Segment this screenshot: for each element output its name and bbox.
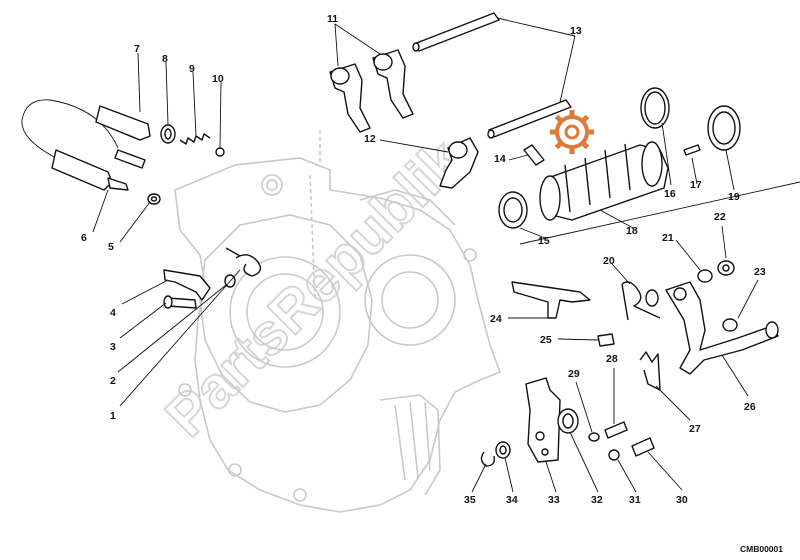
left-lower-parts: [163, 247, 262, 309]
callout-15: 15: [538, 235, 550, 247]
callout-8: 8: [162, 53, 168, 65]
callout-17: 17: [690, 179, 702, 191]
callout-20: 20: [603, 255, 615, 267]
callout-24: 24: [490, 313, 502, 325]
callout-35: 35: [464, 494, 476, 506]
left-parts: [21, 99, 225, 205]
spring-9: [179, 133, 211, 145]
bracket-33: [525, 377, 561, 463]
bolt-30: [631, 437, 655, 457]
gear-icon: [550, 110, 594, 154]
drawing-reference: CMB00001: [740, 544, 783, 554]
washer-21: [697, 269, 713, 283]
bolt-25: [597, 333, 615, 347]
callout-26: 26: [744, 401, 756, 413]
selector-drum: [539, 141, 669, 221]
pin-14: [523, 144, 545, 166]
crankcase-outline: [174, 130, 502, 513]
callout-5: 5: [108, 241, 114, 253]
callout-2: 2: [110, 375, 116, 387]
spring-27: [639, 351, 661, 391]
callout-34: 34: [506, 494, 518, 506]
callout-22: 22: [714, 211, 726, 223]
callout-4: 4: [110, 307, 116, 319]
callout-28: 28: [606, 353, 618, 365]
callout-13: 13: [570, 25, 582, 37]
callout-29: 29: [568, 368, 580, 380]
small-parts: [498, 87, 741, 229]
pin-17: [683, 144, 701, 156]
callout-6: 6: [81, 232, 87, 244]
spring-20: [621, 281, 661, 321]
callout-18: 18: [626, 225, 638, 237]
plate-24: [511, 281, 591, 319]
callout-10: 10: [212, 73, 224, 85]
callout-27: 27: [689, 423, 701, 435]
callout-labels: 1 2 3 4 5 6 7 8 9 10 11 12 13 14 15 16 1…: [81, 13, 766, 506]
callout-7: 7: [134, 43, 140, 55]
callout-11: 11: [327, 13, 338, 25]
callout-1: 1: [110, 410, 116, 422]
callout-9: 9: [189, 63, 195, 75]
bolt-28: [604, 421, 628, 439]
callout-12: 12: [364, 133, 376, 145]
circlip-35: [480, 451, 496, 467]
callout-25: 25: [540, 334, 552, 346]
callout-3: 3: [110, 341, 116, 353]
callout-31: 31: [629, 494, 641, 506]
bottom-parts: [480, 377, 655, 467]
shift-forks-pair: [329, 49, 414, 133]
callout-30: 30: [676, 494, 688, 506]
shift-shaft-26: [665, 281, 779, 375]
fork-shafts: [412, 12, 572, 139]
callout-16: 16: [664, 188, 676, 200]
callout-23: 23: [754, 266, 766, 278]
shift-fork-single: [439, 137, 479, 189]
leader-lines: [92, 17, 800, 493]
washer-31: [608, 449, 620, 461]
callout-33: 33: [548, 494, 560, 506]
callout-21: 21: [662, 232, 674, 244]
callout-14: 14: [494, 153, 506, 165]
bush-23: [722, 318, 738, 332]
right-parts: [511, 260, 779, 391]
ball-10: [215, 147, 225, 157]
washer-29: [588, 432, 600, 442]
spring-1: [225, 247, 262, 277]
callout-32: 32: [591, 494, 603, 506]
callout-19: 19: [728, 191, 740, 203]
